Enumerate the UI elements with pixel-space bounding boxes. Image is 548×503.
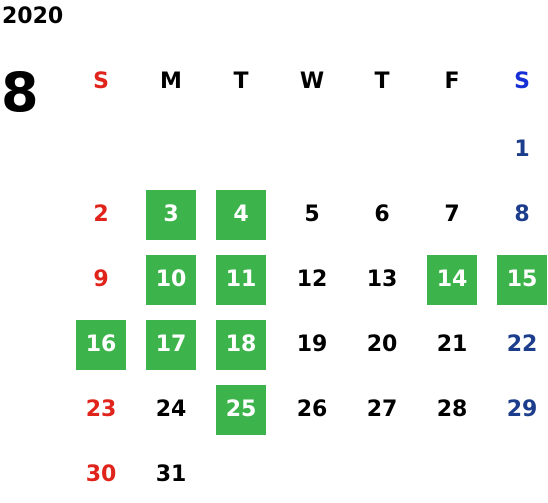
weekday-header-monday: M xyxy=(160,69,182,94)
calendar-day-20[interactable]: 20 xyxy=(366,332,398,357)
calendar-day-13[interactable]: 13 xyxy=(366,267,398,292)
calendar-day-11[interactable]: 11 xyxy=(216,255,266,305)
calendar-day-8[interactable]: 8 xyxy=(514,202,530,227)
calendar-day-28[interactable]: 28 xyxy=(436,397,468,422)
calendar-day-30[interactable]: 30 xyxy=(85,462,117,487)
calendar-day-1[interactable]: 1 xyxy=(514,137,530,162)
calendar-day-25[interactable]: 25 xyxy=(216,385,266,435)
calendar-day-4[interactable]: 4 xyxy=(216,190,266,240)
calendar-day-6[interactable]: 6 xyxy=(374,202,390,227)
calendar-day-5[interactable]: 5 xyxy=(304,202,320,227)
calendar-day-23[interactable]: 23 xyxy=(85,397,117,422)
weekday-header-wednesday: W xyxy=(299,69,325,94)
weekday-header-thursday: T xyxy=(374,69,390,94)
calendar-day-9[interactable]: 9 xyxy=(93,267,109,292)
calendar-day-26[interactable]: 26 xyxy=(296,397,328,422)
calendar-day-31[interactable]: 31 xyxy=(155,462,187,487)
weekday-header-friday: F xyxy=(444,69,460,94)
calendar-day-24[interactable]: 24 xyxy=(155,397,187,422)
calendar-day-12[interactable]: 12 xyxy=(296,267,328,292)
calendar-day-19[interactable]: 19 xyxy=(296,332,328,357)
calendar-day-14[interactable]: 14 xyxy=(427,255,477,305)
month-number: 8 xyxy=(1,61,39,124)
calendar-day-17[interactable]: 17 xyxy=(146,320,196,370)
weekday-header-saturday: S xyxy=(514,69,530,94)
calendar-day-2[interactable]: 2 xyxy=(93,202,109,227)
year-label: 2020 xyxy=(2,4,64,29)
calendar-day-7[interactable]: 7 xyxy=(444,202,460,227)
calendar-day-22[interactable]: 22 xyxy=(506,332,538,357)
calendar-day-15[interactable]: 15 xyxy=(497,255,547,305)
calendar-day-21[interactable]: 21 xyxy=(436,332,468,357)
calendar-day-3[interactable]: 3 xyxy=(146,190,196,240)
calendar-day-29[interactable]: 29 xyxy=(506,397,538,422)
weekday-header-sunday: S xyxy=(93,69,109,94)
calendar-day-18[interactable]: 18 xyxy=(216,320,266,370)
weekday-header-tuesday: T xyxy=(233,69,249,94)
calendar-day-16[interactable]: 16 xyxy=(76,320,126,370)
calendar-day-27[interactable]: 27 xyxy=(366,397,398,422)
calendar-day-10[interactable]: 10 xyxy=(146,255,196,305)
